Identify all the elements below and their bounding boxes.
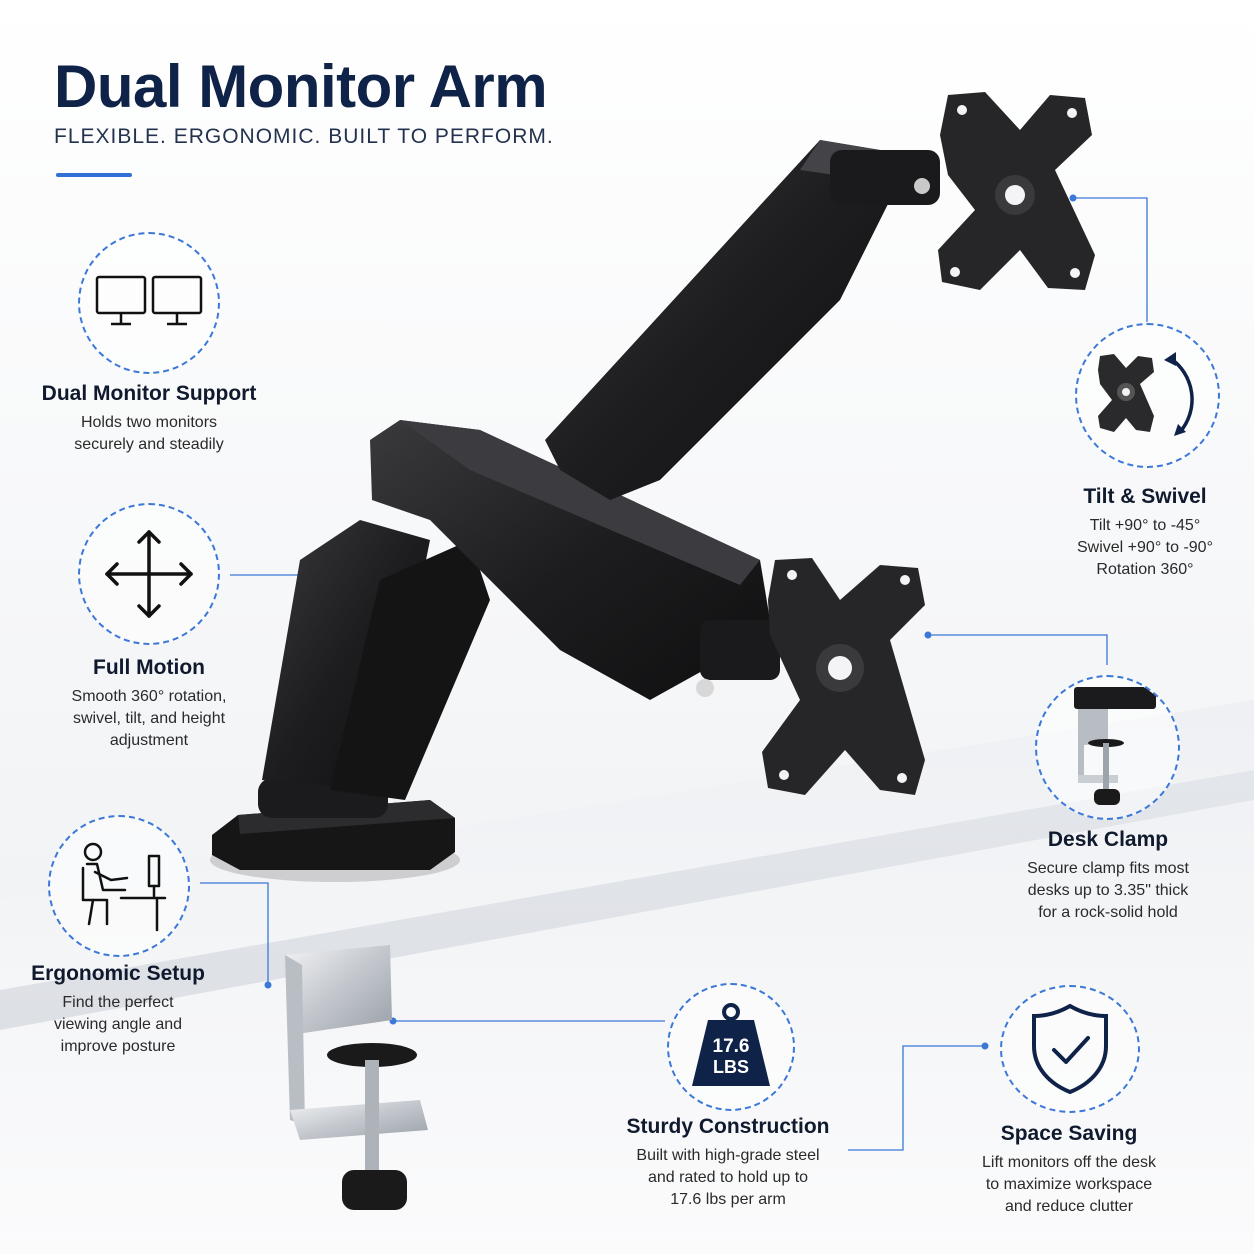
weight-unit: LBS xyxy=(713,1057,749,1077)
feature-line: desks up to 3.35" thick xyxy=(1027,882,1189,899)
tilt-swivel-badge xyxy=(1075,323,1220,468)
full-motion-badge xyxy=(78,503,220,645)
feature-line: and reduce clutter xyxy=(1004,1198,1134,1215)
arm-base xyxy=(210,778,460,882)
feature-line: swivel, tilt, and height xyxy=(72,710,226,727)
leader-lines xyxy=(200,197,1148,1151)
feature-space-saving: Space Saving Lift monitors off the desk … xyxy=(944,1122,1194,1218)
feature-title: Tilt & Swivel xyxy=(1083,485,1207,508)
feature-line: for a rock-solid hold xyxy=(1038,904,1178,921)
desk-clamp-badge xyxy=(1035,675,1180,820)
shield-check-icon xyxy=(1032,1003,1108,1095)
desk-clamp-icon xyxy=(1073,686,1156,805)
feature-line: and rated to hold up to xyxy=(647,1169,809,1186)
feature-desk-clamp: Desk Clamp Secure clamp fits most desks … xyxy=(988,828,1228,924)
feature-line: Holds two monitors xyxy=(80,414,218,431)
feature-title: Space Saving xyxy=(1000,1122,1138,1145)
feature-dual-monitor: Dual Monitor Support Holds two monitors … xyxy=(29,382,269,456)
person-at-desk-icon xyxy=(81,842,167,932)
dual-monitor-badge xyxy=(78,232,220,374)
feature-line: 17.6 lbs per arm xyxy=(670,1191,786,1208)
weight-icon: 17.6 LBS xyxy=(692,1003,770,1086)
feature-line: Tilt +90° to -45° xyxy=(1089,517,1201,534)
sturdy-badge: 17.6 LBS xyxy=(667,983,795,1111)
space-saving-badge xyxy=(1000,985,1140,1113)
feature-title: Ergonomic Setup xyxy=(31,962,205,985)
tagline: FLEXIBLE. ERGONOMIC. BUILT TO PERFORM. xyxy=(54,125,554,148)
dual-monitor-icon xyxy=(95,275,203,326)
feature-line: to maximize workspace xyxy=(985,1176,1153,1193)
feature-title: Dual Monitor Support xyxy=(41,382,257,405)
ergonomic-badge xyxy=(48,815,190,957)
upper-vesa-plate xyxy=(938,92,1095,290)
page-title: Dual Monitor Arm xyxy=(54,53,548,120)
feature-line: Built with high-grade steel xyxy=(636,1147,820,1164)
weight-value: 17.6 xyxy=(713,1036,750,1057)
vesa-plate-rotate-icon xyxy=(1097,351,1194,436)
feature-line: Rotation 360° xyxy=(1096,561,1194,578)
feature-title: Desk Clamp xyxy=(1047,828,1169,851)
feature-line: securely and steadily xyxy=(74,436,224,453)
four-way-arrow-icon xyxy=(105,530,193,618)
feature-ergonomic: Ergonomic Setup Find the perfect viewing… xyxy=(13,962,223,1058)
feature-line: viewing angle and xyxy=(53,1016,183,1033)
lower-vesa-plate xyxy=(762,558,925,795)
feature-title: Full Motion xyxy=(93,656,205,679)
feature-line: Secure clamp fits most xyxy=(1027,860,1189,877)
feature-tilt-swivel: Tilt & Swivel Tilt +90° to -45° Swivel +… xyxy=(1035,485,1254,581)
desk-clamp xyxy=(285,945,428,1210)
feature-line: improve posture xyxy=(60,1038,176,1055)
feature-line: Lift monitors off the desk xyxy=(981,1154,1156,1171)
feature-full-motion: Full Motion Smooth 360° rotation, swivel… xyxy=(29,656,269,752)
feature-title: Sturdy Construction xyxy=(626,1115,830,1138)
title-accent-line xyxy=(56,173,132,177)
feature-line: adjustment xyxy=(109,732,189,749)
feature-line: Swivel +90° to -90° xyxy=(1077,539,1213,556)
feature-sturdy: Sturdy Construction Built with high-grad… xyxy=(608,1115,848,1211)
feature-line: Smooth 360° rotation, xyxy=(71,688,227,705)
feature-line: Find the perfect xyxy=(62,994,174,1011)
